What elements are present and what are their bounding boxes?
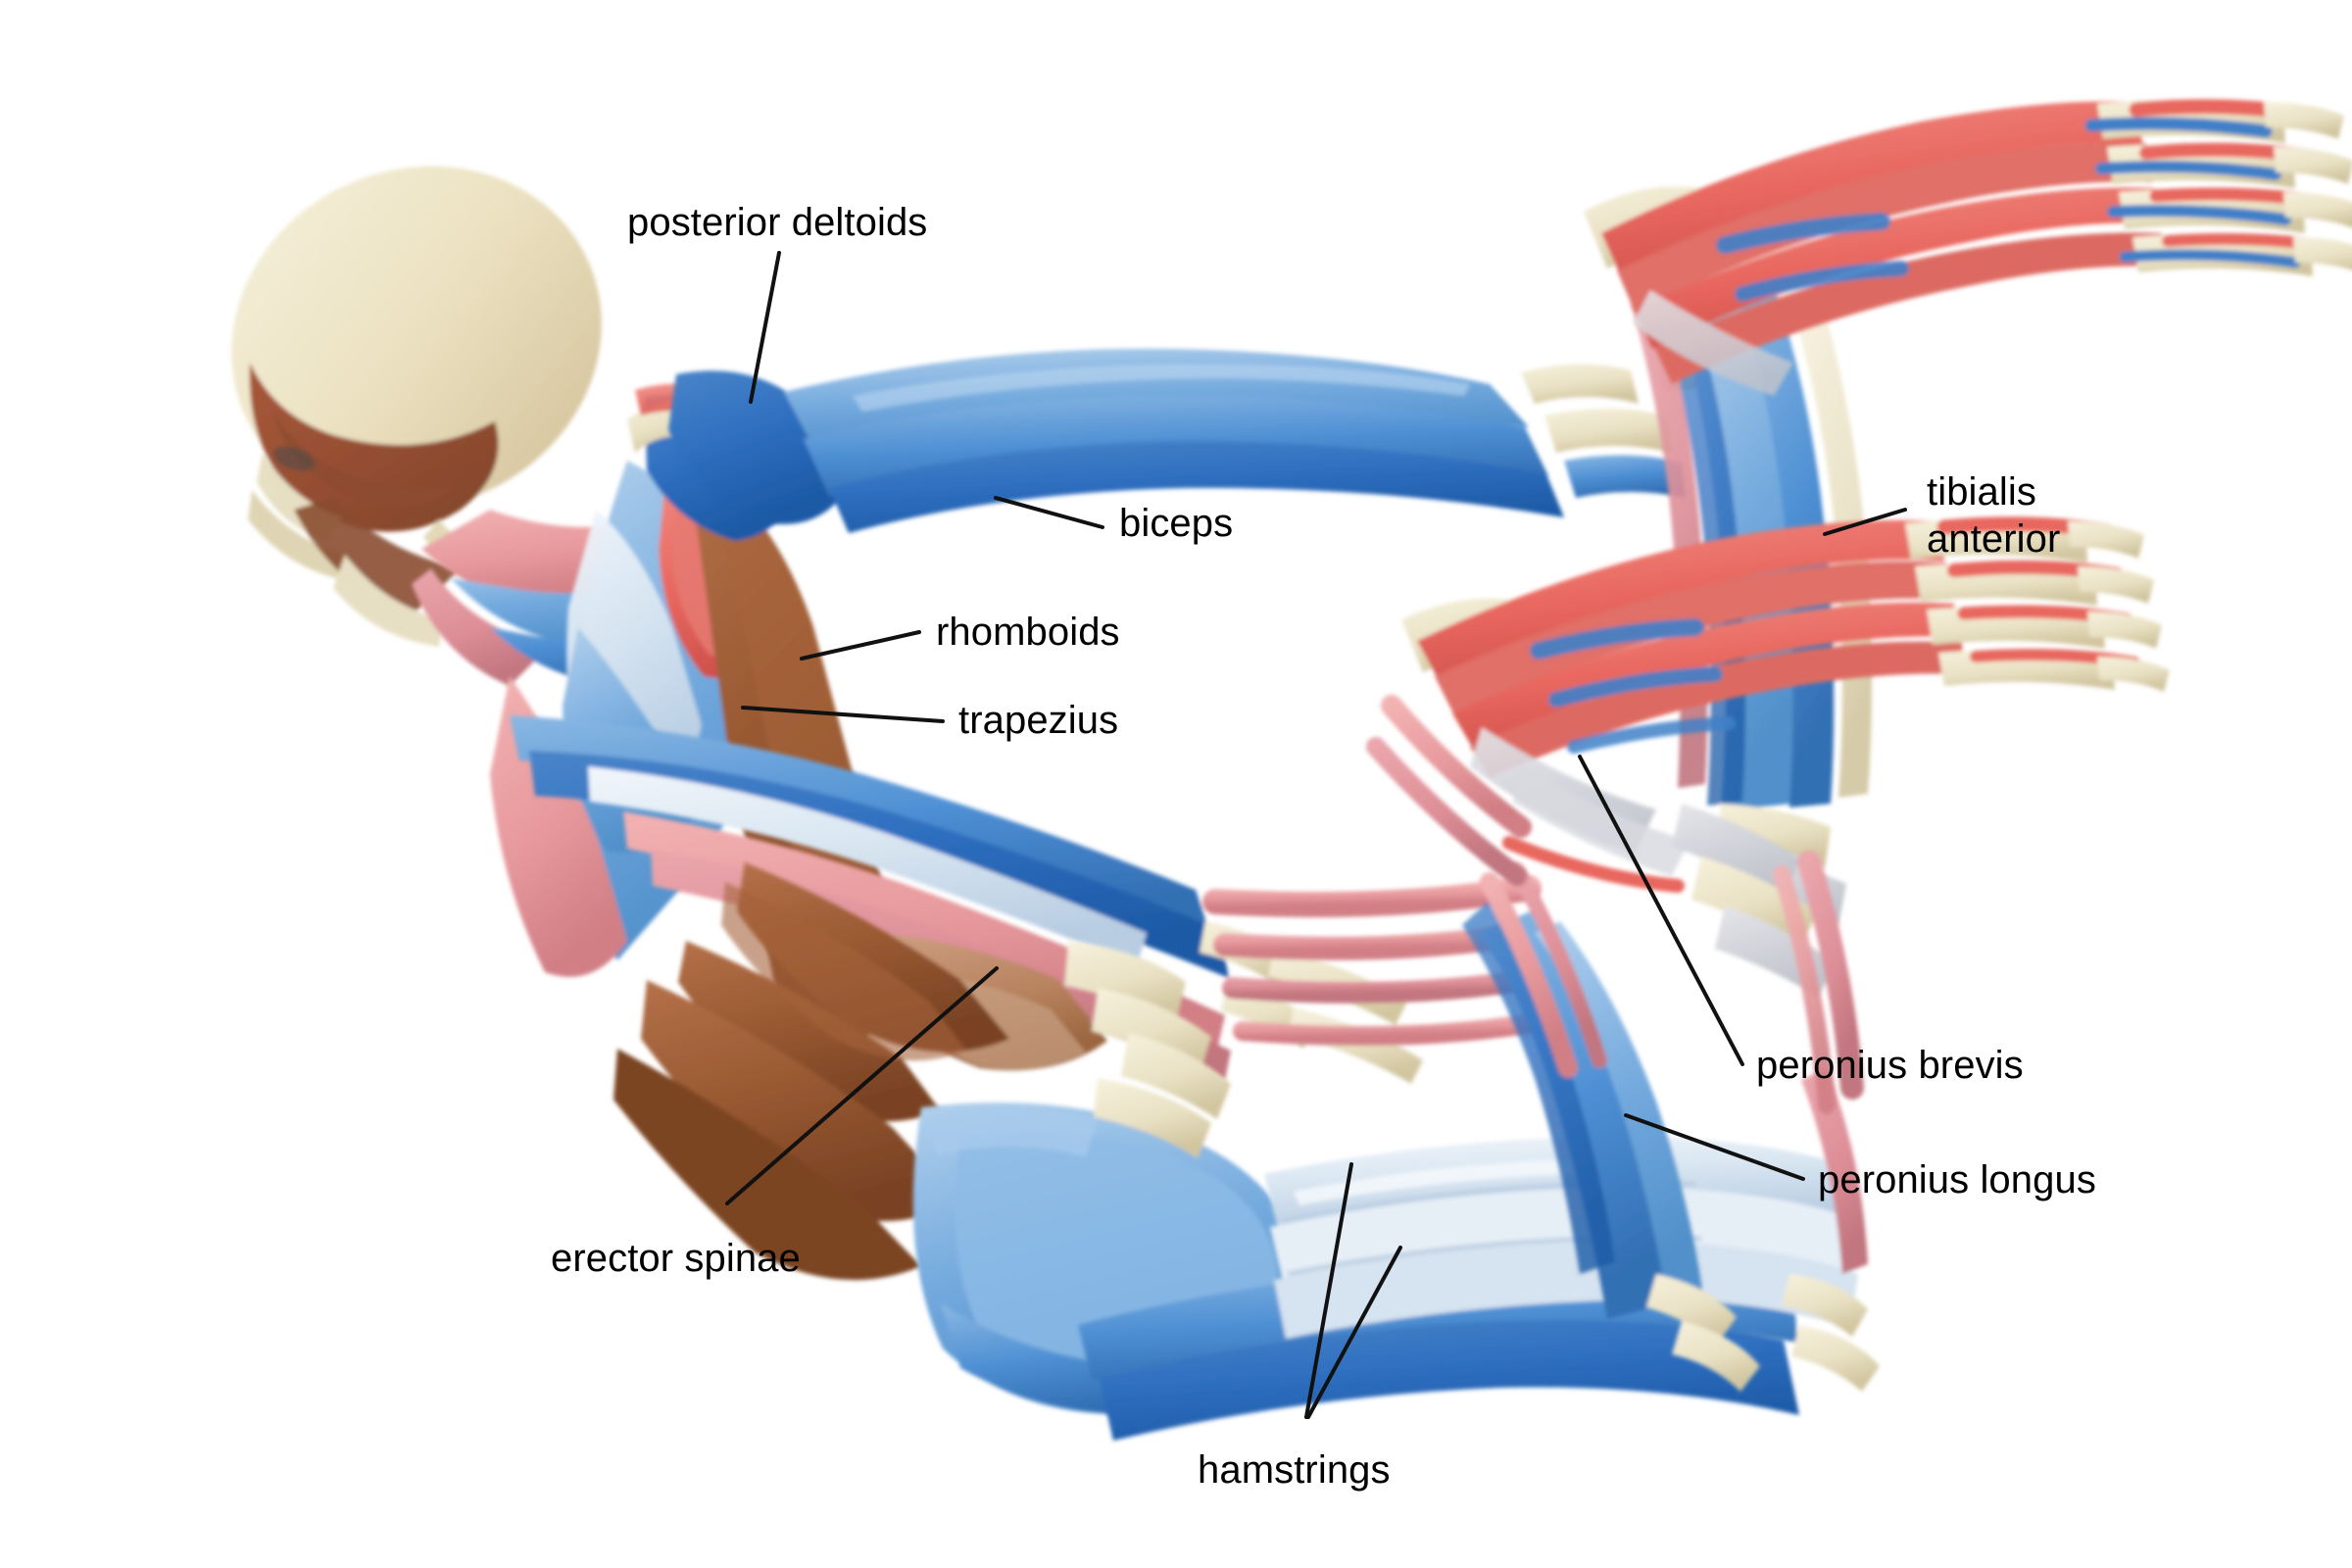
label-trapezius: trapezius (958, 699, 1118, 744)
leader-biceps (994, 496, 1104, 529)
lower-leg-near (1462, 862, 1760, 1392)
label-line: rhomboids (936, 611, 1120, 654)
head-region (231, 166, 602, 647)
upper-arm-region (668, 348, 1780, 533)
label-biceps: biceps (1119, 502, 1233, 547)
label-peronius-longus: peronius longus (1818, 1158, 2096, 1203)
label-line: hamstrings (1198, 1448, 1391, 1492)
label-line: anterior (1927, 517, 2061, 561)
label-line: biceps (1119, 502, 1234, 545)
leader-tibialis-anterior (1823, 508, 1907, 536)
label-line: peronius brevis (1756, 1044, 2024, 1087)
leader-peronius-brevis (1578, 755, 1744, 1066)
label-erector-spinae: erector spinae (551, 1237, 801, 1282)
label-hamstrings: hamstrings (1198, 1448, 1391, 1494)
label-line: tibialis (1927, 470, 2036, 514)
foot-far (1584, 99, 2352, 396)
leader-rhomboids (800, 630, 921, 661)
label-line: erector spinae (551, 1237, 801, 1280)
label-line: posterior deltoids (627, 201, 928, 244)
label-line: peronius longus (1818, 1158, 2096, 1201)
leader-lines-group (725, 251, 1907, 1419)
label-posterior-deltoids: posterior deltoids (627, 201, 927, 246)
leader-peronius-longus (1624, 1113, 1805, 1181)
label-peronius-brevis: peronius brevis (1756, 1044, 2024, 1089)
knee-connections (1672, 804, 1864, 1114)
leader-trapezius (741, 706, 945, 723)
foot-near (1366, 516, 2170, 893)
leader-erector-spinae (725, 966, 999, 1205)
leader-posterior-deltoids (749, 251, 781, 404)
label-line: trapezius (958, 699, 1119, 742)
leader-hamstrings-1 (1304, 1162, 1353, 1419)
label-rhomboids: rhomboids (936, 611, 1120, 656)
leader-hamstrings-2 (1306, 1246, 1402, 1419)
